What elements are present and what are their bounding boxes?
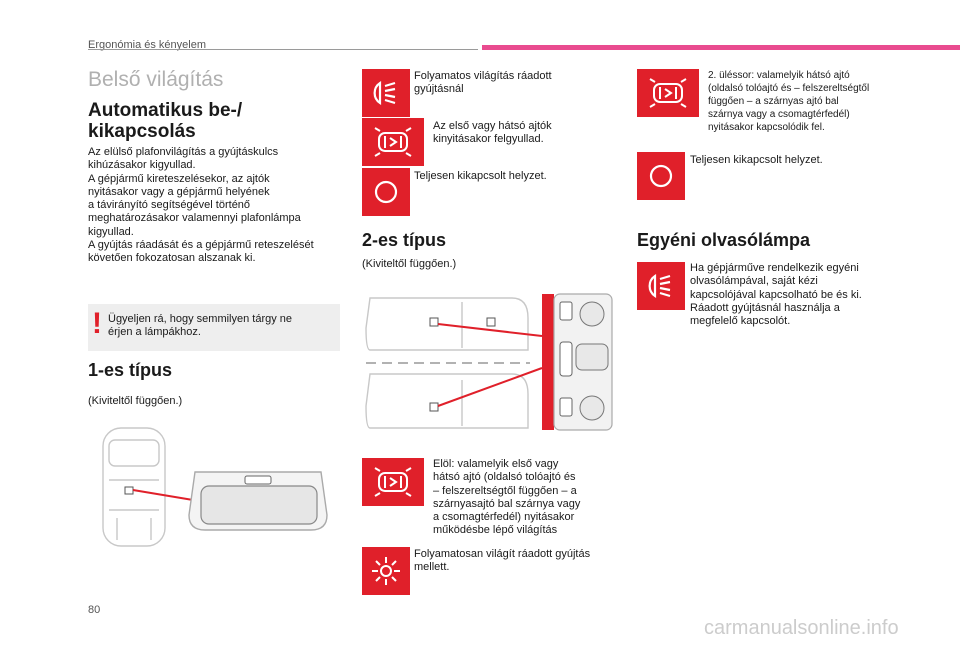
text-line: A gépjármű kireteszelésekor, az ajtók	[88, 172, 270, 185]
off-icon	[362, 168, 410, 216]
text-line: olvasólámpával, saját kézi	[690, 275, 818, 288]
text-line: nyitásakor kapcsolódik fel.	[708, 122, 825, 133]
type1-subtitle: (Kiviteltől függően.)	[88, 395, 183, 407]
text-line: függően – a szárnyas ajtó bal	[708, 96, 839, 107]
text-line: a távirányító segítségével történő	[88, 199, 251, 212]
warning-text: Ügyeljen rá, hogy semmilyen tárgy ne érj…	[108, 313, 333, 340]
text-line: – felszereltségtől függően – a	[433, 484, 577, 497]
section-label: Ergonómia és kényelem	[88, 39, 207, 51]
auto-paragraph: Az elülső plafonvilágítás a gyújtáskulcs…	[88, 146, 338, 266]
item-text: 2. üléssor: valamelyik hátsó ajtó (oldal…	[708, 69, 908, 134]
text-line: szárnyasajtó bal szárnya vagy	[433, 497, 581, 510]
warning-box	[88, 304, 340, 351]
text-line: Az első vagy hátsó ajtók	[433, 120, 552, 132]
watermark: carmanualsonline.info	[704, 617, 899, 639]
auto-heading: Automatikus be-/ kikapcsolás	[88, 100, 243, 142]
constant-light-icon	[637, 262, 685, 310]
door-light-icon	[362, 118, 424, 166]
door-light-icon	[362, 458, 424, 506]
text-line: Ügyeljen rá, hogy semmilyen tárgy ne	[108, 313, 293, 325]
type2-illustration	[365, 293, 613, 431]
reading-text: Ha gépjárműve rendelkezik egyéni olvasól…	[690, 262, 910, 328]
text-line: a csomagtérfedél) nyitásakor	[433, 511, 575, 524]
header-accent-bar	[482, 45, 960, 50]
text-line: szárnya vagy a csomagtérfedél)	[708, 109, 850, 120]
type1-illustration	[102, 427, 328, 547]
text-line: megfelelő kapcsolót.	[690, 315, 791, 328]
text-line: A gyújtás ráadását és a gépjármű retesze…	[88, 239, 314, 252]
text-line: nyitásakor vagy a gépjármű helyének	[88, 185, 270, 198]
text-line: Ha gépjárműve rendelkezik egyéni	[690, 262, 859, 274]
text-line: kihúzásakor kigyullad.	[88, 159, 196, 172]
door-light-icon	[637, 69, 699, 117]
text-line: Folyamatosan világít ráadott gyújtás	[414, 548, 591, 560]
item-text: Folyamatosan világít ráadott gyújtás mel…	[414, 548, 614, 575]
text-line: kapcsolójával kapcsolható be és ki.	[690, 288, 862, 301]
reading-heading: Egyéni olvasólámpa	[637, 230, 811, 250]
item-text: Az első vagy hátsó ajtók kinyitásakor fe…	[433, 120, 593, 147]
item-text: Folyamatos világítás ráadott gyújtásnál	[414, 70, 594, 97]
text-line: kigyullad.	[88, 225, 134, 238]
page-title: Belső világítás	[88, 68, 224, 91]
text-line: Az elülső plafonvilágítás a gyújtáskulcs	[88, 146, 279, 158]
constant-light-icon	[362, 69, 410, 117]
item-text: Teljesen kikapcsolt helyzet.	[690, 154, 890, 167]
text-line: működésbe lépő világítás	[433, 524, 558, 537]
text-line: meghatározásakor valamennyi plafonlámpa	[88, 212, 301, 225]
text-line: gyújtásnál	[414, 83, 464, 96]
page-number: 80	[88, 604, 101, 616]
sun-light-icon	[362, 547, 410, 595]
type1-heading: 1-es típus	[88, 360, 173, 380]
type2-heading: 2-es típus	[362, 230, 447, 250]
item-text: Elöl: valamelyik első vagy hátsó ajtó (o…	[433, 458, 613, 538]
text-line: Teljesen kikapcsolt helyzet.	[690, 154, 823, 166]
text-line: Ráadott gyújtásnál használja a	[690, 301, 840, 314]
text-line: Folyamatos világítás ráadott	[414, 70, 552, 82]
text-line: Elöl: valamelyik első vagy	[433, 458, 559, 470]
warning-icon: !	[92, 307, 102, 340]
off-icon	[637, 152, 685, 200]
text-line: érjen a lámpákhoz.	[108, 326, 201, 339]
item-text: Teljesen kikapcsolt helyzet.	[414, 170, 594, 183]
text-line: hátsó ajtó (oldalsó tolóajtó és	[433, 471, 576, 484]
text-line: követően fokozatosan alszanak ki.	[88, 252, 256, 265]
text-line: Teljesen kikapcsolt helyzet.	[414, 170, 547, 182]
header-divider	[88, 49, 478, 50]
text-line: mellett.	[414, 561, 450, 574]
text-line: kinyitásakor felgyullad.	[433, 133, 544, 146]
type2-subtitle: (Kiviteltől függően.)	[362, 258, 457, 270]
text-line: (oldalsó tolóajtó és – felszereltségtől	[708, 83, 870, 94]
text-line: 2. üléssor: valamelyik hátsó ajtó	[708, 70, 850, 81]
